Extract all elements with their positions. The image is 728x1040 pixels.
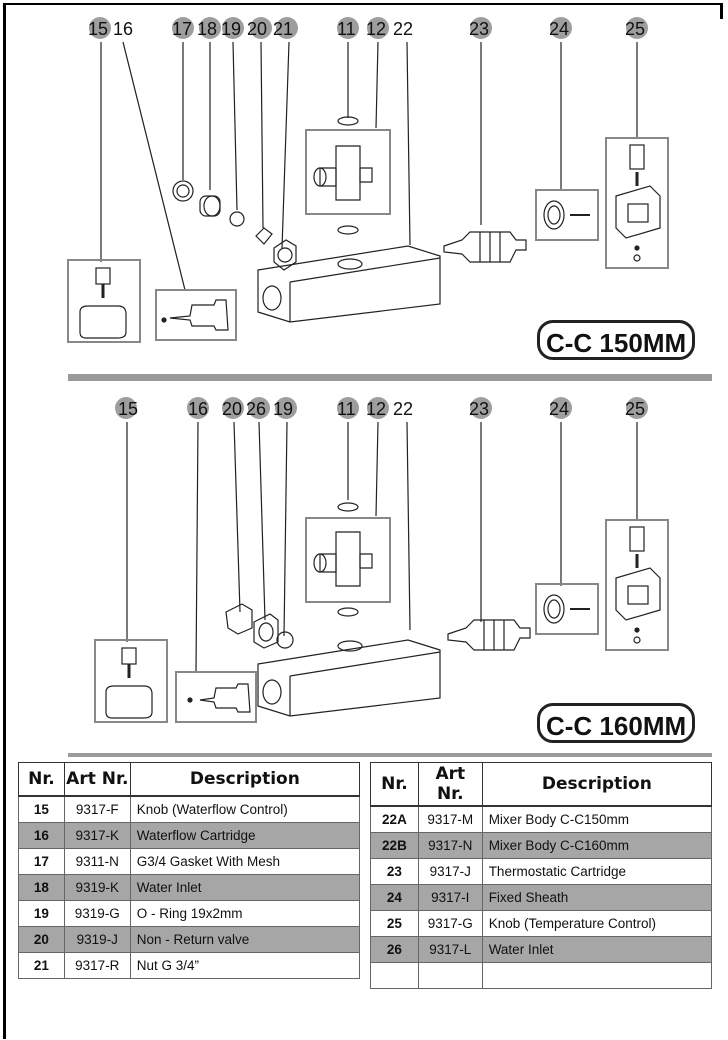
col-header-description: Description [129,762,361,797]
bottom-callout-22: 22 [393,399,413,419]
cell-nr: 17 [18,847,65,875]
cell-nr: 22A [370,805,419,833]
col-header-description: Description [481,762,713,807]
section-label-160mm: C-C 160MM [537,703,696,743]
cell-art-nr: 9317-J [417,857,483,885]
top-callout-11: 11 [337,19,356,39]
top-callout-18: 18 [197,19,217,39]
cell-nr [370,961,419,989]
bottom-callout-20: 20 [222,399,242,419]
cell-art-nr: 9317-L [417,935,483,963]
table-row [370,961,713,989]
cell-art-nr: 9317-I [417,883,483,911]
cell-art-nr: 9317-R [63,951,131,979]
bottom-callout-25: 25 [625,399,645,419]
cell-description: O - Ring 19x2mm [129,899,361,927]
top-callout-23: 23 [469,19,489,39]
cell-art-nr: 9319-K [63,873,131,901]
top-callout-16: 16 [113,19,133,39]
cell-art-nr: 9317-G [417,909,483,937]
cell-nr: 25 [370,909,419,937]
cell-nr: 20 [18,925,65,953]
cell-description: Mixer Body C-C150mm [481,805,713,833]
section-label-150mm: C-C 150MM [537,320,696,360]
cell-nr: 19 [18,899,65,927]
cell-description: Knob (Temperature Control) [481,909,713,937]
top-callout-22: 22 [393,19,413,39]
cell-nr: 15 [18,795,65,823]
top-callout-21: 21 [273,19,293,39]
cell-description: G3/4 Gasket With Mesh [129,847,361,875]
cell-description: Knob (Waterflow Control) [129,795,361,823]
bottom-callout-11: 11 [337,399,356,419]
top-callout-25: 25 [625,19,645,39]
cell-description: Fixed Sheath [481,883,713,911]
top-callouts: 15 16 17 18 19 20 21 11 12 22 23 24 25 [88,17,648,39]
bottom-exploded-view: 15 16 20 26 19 11 12 22 23 24 25 [94,397,669,723]
section-divider-bottom [68,753,712,757]
cell-nr: 23 [370,857,419,885]
col-header-art-nr: Art Nr. [417,762,483,807]
cell-nr: 26 [370,935,419,963]
top-callout-24: 24 [549,19,569,39]
cell-art-nr: 9317-K [63,821,131,849]
cell-nr: 18 [18,873,65,901]
cell-art-nr: 9311-N [63,847,131,875]
top-callout-19: 19 [221,19,241,39]
cell-description: Waterflow Cartridge [129,821,361,849]
cell-description: Nut G 3/4” [129,951,361,979]
top-callout-17: 17 [172,19,192,39]
bottom-callout-24: 24 [549,399,569,419]
top-callout-20: 20 [247,19,267,39]
cell-description: Non - Return valve [129,925,361,953]
cell-art-nr: 9319-G [63,899,131,927]
bottom-callout-23: 23 [469,399,489,419]
cell-nr: 22B [370,831,419,859]
cell-art-nr: 9317-F [63,795,131,823]
col-header-nr: Nr. [370,762,419,807]
cell-art-nr [417,961,483,989]
cell-nr: 24 [370,883,419,911]
page-frame [3,3,723,1039]
cell-description [481,961,713,989]
cell-description: Water Inlet [481,935,713,963]
top-exploded-view: 15 16 17 18 19 20 21 11 12 22 23 24 25 [67,17,669,343]
cell-description: Water Inlet [129,873,361,901]
cell-description: Mixer Body C-C160mm [481,831,713,859]
cell-nr: 21 [18,951,65,979]
top-callout-15: 15 [88,19,108,39]
col-header-art-nr: Art Nr. [63,762,131,797]
section-divider-top [68,374,712,381]
cell-description: Thermostatic Cartridge [481,857,713,885]
col-header-nr: Nr. [18,762,65,797]
cell-art-nr: 9319-J [63,925,131,953]
cell-nr: 16 [18,821,65,849]
bottom-callout-19: 19 [273,399,293,419]
bottom-callouts: 15 16 20 26 19 11 12 22 23 24 25 [115,397,648,419]
bottom-callout-26: 26 [246,399,266,419]
bottom-callout-15: 15 [118,399,138,419]
cell-art-nr: 9317-M [417,805,483,833]
bottom-callout-12: 12 [366,399,386,419]
bottom-callout-16: 16 [188,399,208,419]
cell-art-nr: 9317-N [417,831,483,859]
top-callout-12: 12 [366,19,386,39]
